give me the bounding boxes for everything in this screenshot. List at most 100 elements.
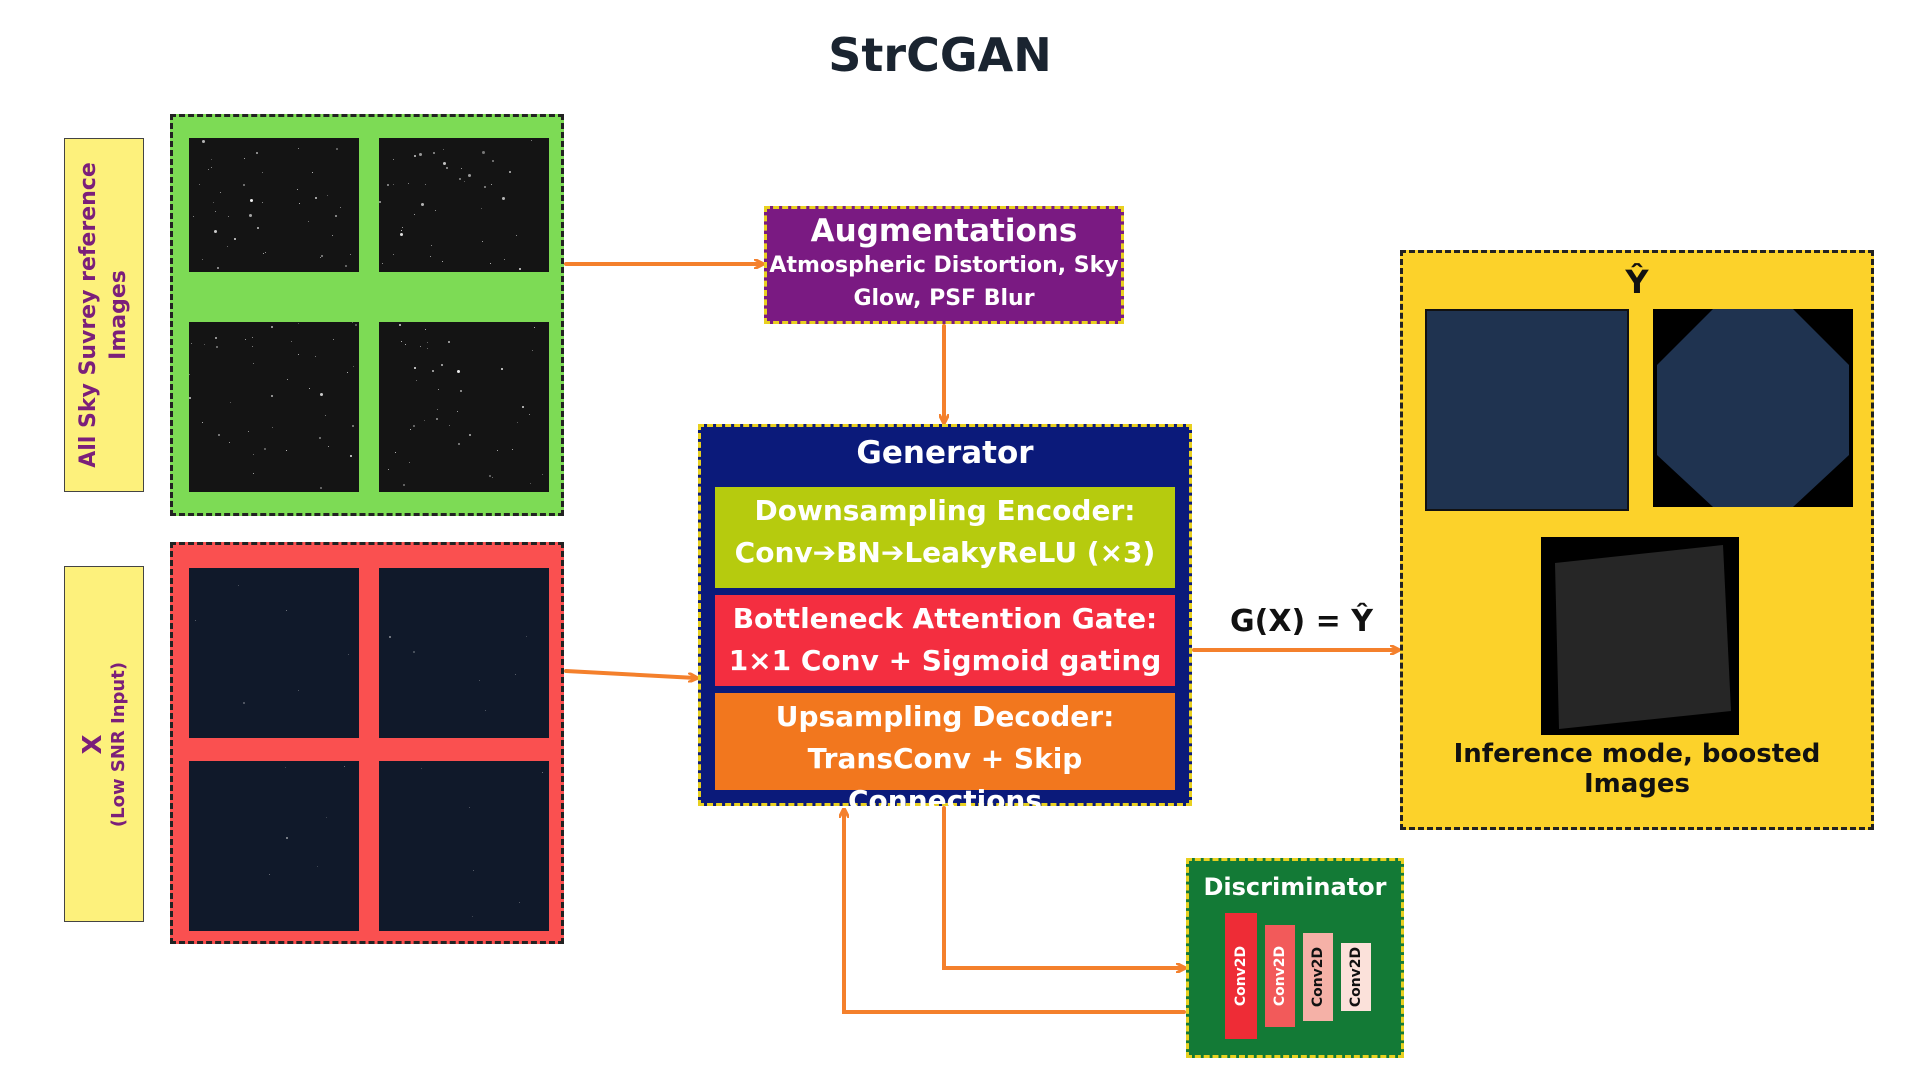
star-dot xyxy=(333,339,334,340)
star-dot xyxy=(437,409,438,410)
star-dot xyxy=(534,327,535,328)
star-dot xyxy=(530,483,531,484)
star-dot xyxy=(189,374,190,375)
star-dot xyxy=(250,199,253,202)
star-dot xyxy=(399,324,401,326)
star-dot xyxy=(481,208,482,209)
reference-image-1 xyxy=(189,138,359,272)
star-dot xyxy=(220,192,221,193)
output-symbol: Ŷ xyxy=(1625,263,1649,301)
star-dot xyxy=(519,902,520,903)
star-dot xyxy=(320,257,321,258)
discriminator-heading: Discriminator xyxy=(1203,873,1387,901)
low-snr-image-4 xyxy=(379,761,549,931)
star-dot xyxy=(335,215,337,217)
star-dot xyxy=(308,221,309,222)
attention-title: Bottleneck Attention Gate: xyxy=(732,602,1158,635)
star-dot xyxy=(234,238,236,240)
star-dot xyxy=(252,337,253,338)
star-dot xyxy=(387,184,389,186)
star-dot xyxy=(433,152,435,154)
star-dot xyxy=(298,690,299,691)
reference-image-3 xyxy=(189,322,359,492)
star-dot xyxy=(350,254,351,255)
generator-mapping-label: G(X) = Ŷ xyxy=(1230,604,1373,639)
star-dot xyxy=(272,427,273,428)
star-dot xyxy=(529,414,530,415)
star-dot xyxy=(269,874,270,875)
star-dot xyxy=(243,702,245,704)
decoder-block: Upsampling Decoder: TransConv + Skip Con… xyxy=(715,693,1175,817)
star-dot xyxy=(512,449,513,450)
reference-image-2 xyxy=(379,138,549,272)
star-dot xyxy=(285,767,286,768)
star-dot xyxy=(484,186,486,188)
star-dot xyxy=(228,216,229,217)
star-dot xyxy=(492,477,493,478)
star-dot xyxy=(286,450,287,451)
star-dot xyxy=(469,434,471,436)
encoder-block: Downsampling Encoder: Conv➔BN➔LeakyReLU … xyxy=(715,487,1175,588)
star-dot xyxy=(479,680,480,681)
star-dot xyxy=(542,474,543,475)
low-snr-image-2 xyxy=(379,568,549,738)
star-dot xyxy=(430,256,431,257)
augmentations-heading: Augmentations xyxy=(810,213,1078,249)
star-dot xyxy=(458,443,460,445)
star-dot xyxy=(243,184,245,186)
star-dot xyxy=(432,370,434,372)
star-dot xyxy=(291,341,292,342)
star-dot xyxy=(414,367,416,369)
arrow-discriminator-to-generator xyxy=(844,808,1186,1014)
output-panel: Ŷ Inference mode, boosted Images xyxy=(1400,250,1874,830)
star-dot xyxy=(424,420,425,421)
low-snr-image-3 xyxy=(189,761,359,931)
star-dot xyxy=(340,207,341,208)
decoder-title: Upsampling Decoder: xyxy=(775,700,1115,733)
star-dot xyxy=(332,235,333,236)
star-dot xyxy=(249,214,252,217)
star-dot xyxy=(468,174,471,177)
star-dot xyxy=(425,184,426,185)
star-dot xyxy=(328,446,329,447)
star-dot xyxy=(326,817,327,818)
conv2d-layer-3: Conv2D xyxy=(1303,933,1333,1021)
star-dot xyxy=(191,343,192,344)
star-dot xyxy=(402,227,403,228)
star-dot xyxy=(442,261,443,262)
star-dot xyxy=(264,448,266,450)
star-dot xyxy=(497,450,498,451)
star-dot xyxy=(395,452,396,453)
star-dot xyxy=(193,216,194,217)
star-dot xyxy=(265,252,266,253)
star-dot xyxy=(271,395,273,397)
star-dot xyxy=(542,772,543,773)
discriminator-box: Discriminator Conv2D Conv2D Conv2D Conv2… xyxy=(1186,858,1404,1058)
star-dot xyxy=(531,140,532,141)
diagram-title: StrCGAN xyxy=(828,28,1052,82)
star-dot xyxy=(350,455,352,457)
star-dot xyxy=(482,151,485,154)
star-dot xyxy=(202,259,203,260)
star-dot xyxy=(352,322,353,323)
star-dot xyxy=(485,710,486,711)
star-dot xyxy=(388,469,389,470)
star-dot xyxy=(389,636,391,638)
star-dot xyxy=(202,422,203,423)
generator-heading: Generator xyxy=(856,435,1034,471)
star-dot xyxy=(336,148,338,150)
star-dot xyxy=(492,160,494,162)
star-dot xyxy=(414,155,416,157)
star-dot xyxy=(229,442,230,443)
low-snr-images-panel xyxy=(170,542,564,944)
star-dot xyxy=(421,203,424,206)
star-dot xyxy=(504,259,505,260)
star-dot xyxy=(509,171,511,173)
star-dot xyxy=(393,184,394,185)
star-dot xyxy=(320,393,323,396)
star-dot xyxy=(517,422,518,423)
star-dot xyxy=(353,366,354,367)
low-snr-input-label: X (Low SNR Input) xyxy=(64,566,144,922)
star-dot xyxy=(443,162,446,165)
